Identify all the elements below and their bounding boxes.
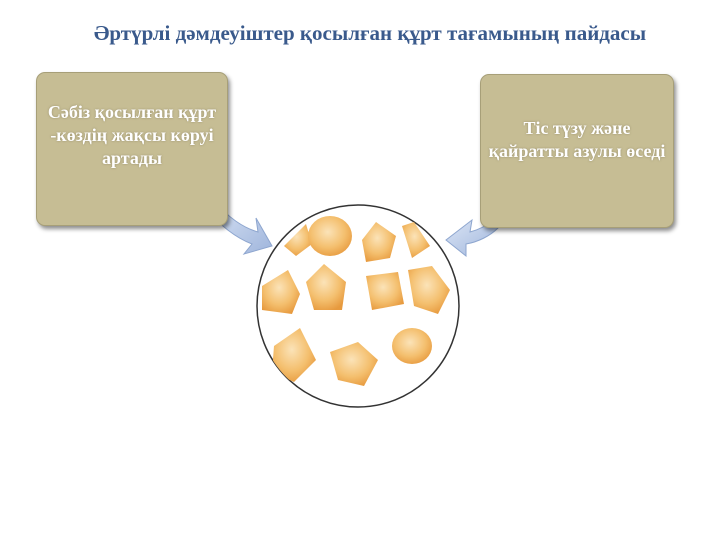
slide-title: Әртүрлі дәмдеуіштер қосылған құрт тағамы… xyxy=(93,21,647,45)
benefit-box-left-text: Сәбіз қосылған құрт -көздің жақсы көруі … xyxy=(47,101,217,168)
benefit-box-right-text: Тіс түзу және қайратты азулы өседі xyxy=(488,118,666,161)
benefit-box-carrot-eyesight: Сәбіз қосылған құрт -көздің жақсы көруі … xyxy=(36,72,228,226)
kurt-photo-image xyxy=(262,216,450,386)
benefit-box-teeth: Тіс түзу және қайратты азулы өседі xyxy=(480,74,674,228)
